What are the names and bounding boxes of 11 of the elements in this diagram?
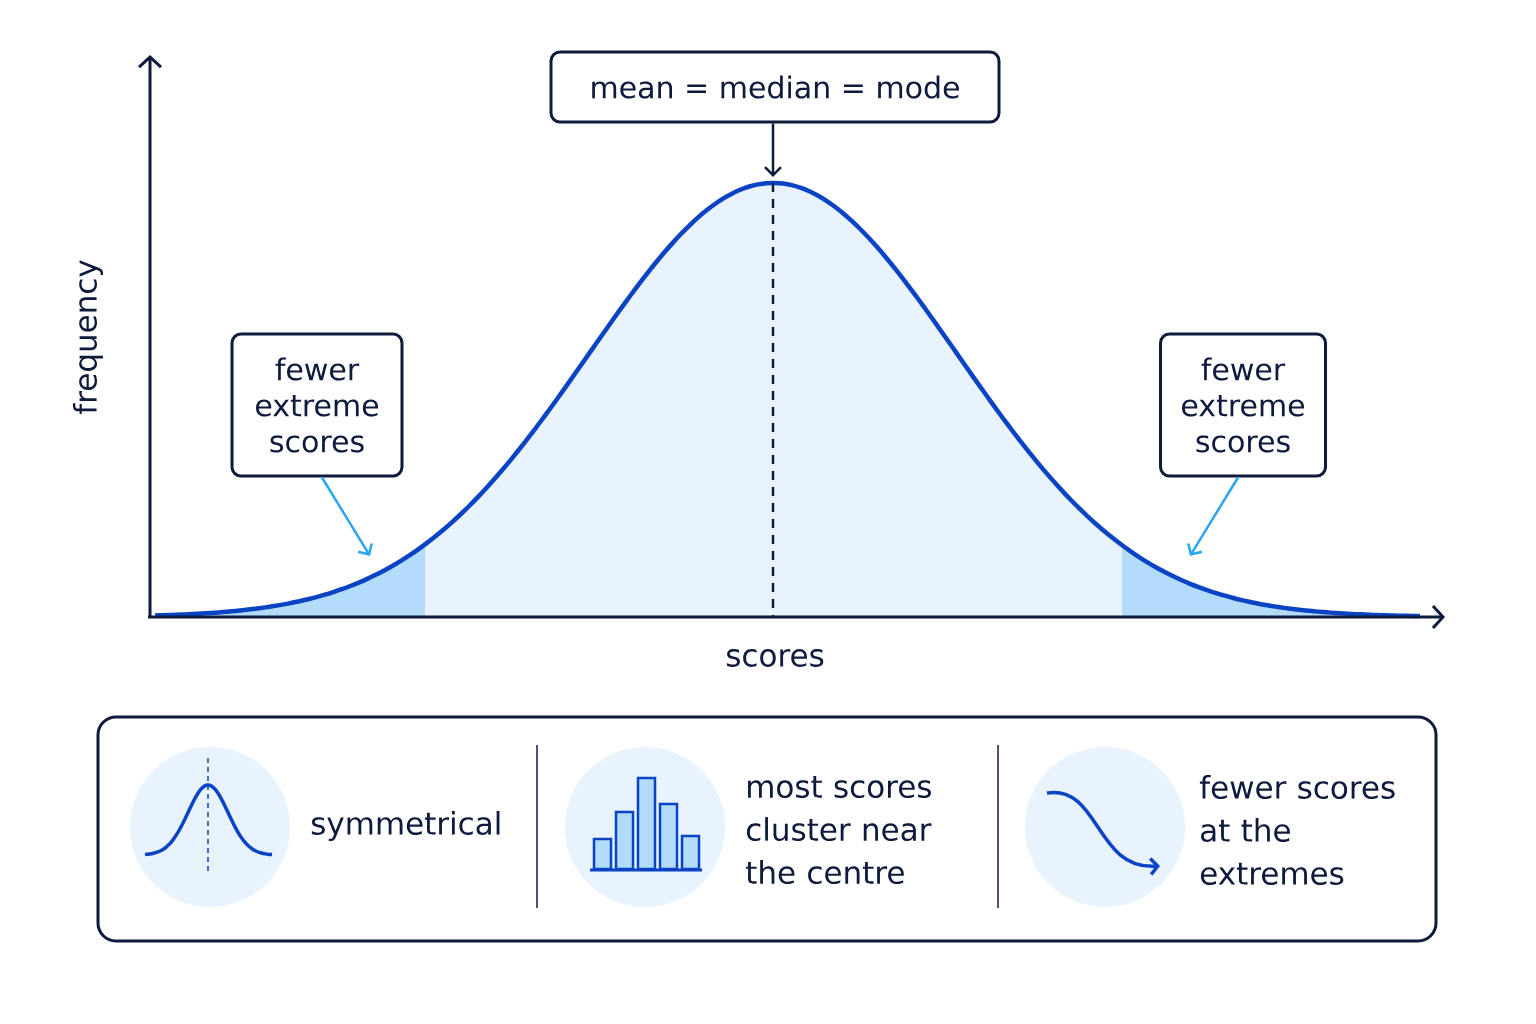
arrow	[764, 123, 782, 177]
label-box: mean = median = mode	[549, 50, 1001, 124]
arrow	[1187, 476, 1240, 556]
label-box: fewer extreme scores	[1159, 332, 1327, 478]
label-box: fewer extreme scores	[230, 332, 404, 478]
arrow	[320, 476, 373, 556]
text-label: fewer scores at the extremes	[1199, 775, 1395, 885]
text-label: frequency	[73, 260, 103, 415]
text-label: symmetrical	[311, 811, 500, 841]
text-label: scores	[726, 649, 824, 667]
text-label: most scores cluster near the centre	[746, 775, 932, 885]
